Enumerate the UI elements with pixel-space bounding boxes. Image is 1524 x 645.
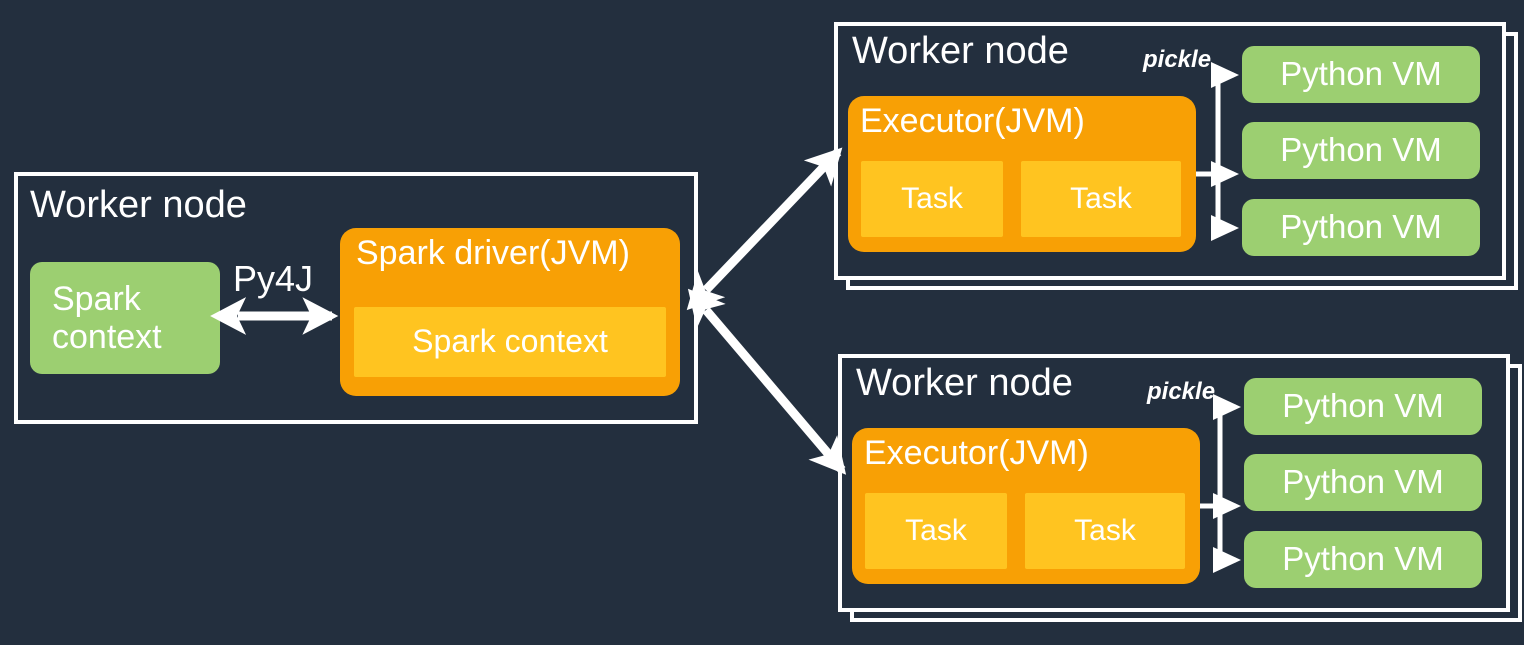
worker-node-2-python-vm-2: Python VM — [1244, 454, 1482, 511]
spark-context-python-box: Spark context — [30, 262, 220, 374]
python-vm-label: Python VM — [1282, 387, 1444, 425]
spark-context-jvm-box: Spark context — [354, 307, 666, 377]
worker-node-2-python-vm-1: Python VM — [1244, 378, 1482, 435]
driver-to-worker-node-2-arrow — [687, 288, 847, 475]
worker-node-2-label: Worker node — [856, 362, 1073, 404]
worker-node-1-executor-label: Executor(JVM) — [860, 102, 1085, 140]
spark-driver-jvm-label: Spark driver(JVM) — [356, 234, 630, 272]
py4j-label: Py4J — [233, 258, 314, 299]
worker-node-2-python-vm-3: Python VM — [1244, 531, 1482, 588]
worker-node-1-label: Worker node — [852, 30, 1069, 72]
worker-node-2-pickle-label: pickle — [1147, 378, 1216, 405]
task-label: Task — [1070, 182, 1132, 216]
spark-context-jvm-label: Spark context — [412, 323, 608, 360]
worker-node-1-python-vm-1: Python VM — [1242, 46, 1480, 103]
python-vm-label: Python VM — [1280, 208, 1442, 246]
worker-node-1-python-vm-3: Python VM — [1242, 199, 1480, 256]
driver-to-worker-node-1-arrow — [686, 147, 843, 311]
driver-node-label: Worker node — [30, 184, 247, 226]
python-vm-label: Python VM — [1282, 463, 1444, 501]
task-label: Task — [905, 514, 967, 548]
worker-node-1-task-1: Task — [861, 161, 1003, 237]
python-vm-label: Python VM — [1282, 540, 1444, 578]
worker-node-1-pickle-label: pickle — [1143, 46, 1212, 73]
python-vm-label: Python VM — [1280, 131, 1442, 169]
task-label: Task — [901, 182, 963, 216]
spark-context-python-label: Spark context — [52, 279, 162, 356]
worker-node-1-task-2: Task — [1021, 161, 1181, 237]
worker-node-2-executor-label: Executor(JVM) — [864, 434, 1089, 472]
worker-node-2-task-2: Task — [1025, 493, 1185, 569]
task-label: Task — [1074, 514, 1136, 548]
worker-node-2-task-1: Task — [865, 493, 1007, 569]
worker-node-1-python-vm-2: Python VM — [1242, 122, 1480, 179]
python-vm-label: Python VM — [1280, 55, 1442, 93]
